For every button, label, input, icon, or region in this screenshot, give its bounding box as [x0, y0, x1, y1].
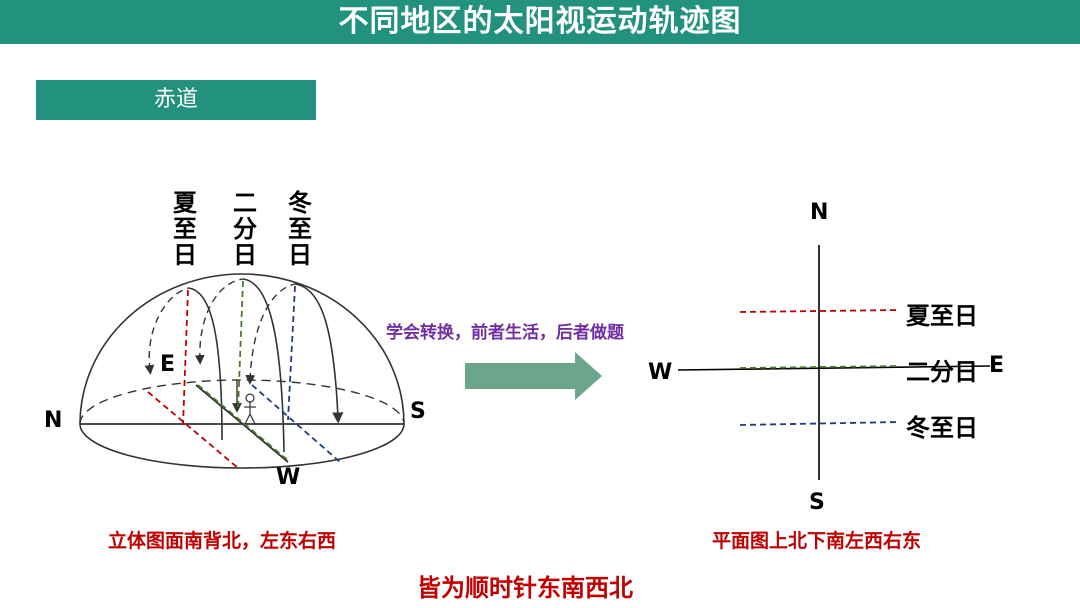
dome-dir-east: E	[160, 352, 176, 377]
summer-path-front	[187, 287, 223, 441]
winter-path-back	[245, 283, 296, 385]
dome-outline	[79, 273, 405, 425]
plan-label-winter: 冬至日	[906, 414, 978, 442]
horizon-front-arc	[79, 423, 405, 469]
summer-path-back	[144, 287, 189, 375]
section-tab-equator[interactable]: 赤道	[36, 80, 316, 120]
label-summer-solstice: 夏至日	[173, 189, 197, 269]
equinox-path-back	[194, 278, 244, 365]
footer-summary: 皆为顺时针东南西北	[417, 574, 633, 602]
dome-caption: 立体图面南背北，左东右西	[108, 530, 337, 552]
equinox-ew-line	[195, 384, 289, 463]
observer-figure	[244, 393, 256, 425]
winter-noon-line	[287, 285, 296, 421]
label-winter-solstice: 冬至日	[288, 189, 312, 269]
page-title: 不同地区的太阳视运动轨迹图	[0, 0, 1080, 44]
plan-equinox-line	[677, 365, 991, 371]
plan-caption: 平面图上北下南左西右东	[712, 530, 922, 552]
plan-equinox-line-color	[739, 365, 901, 369]
plan-summer-line	[739, 309, 901, 313]
plan-label-summer: 夏至日	[906, 302, 978, 330]
plan-dir-south: S	[809, 490, 825, 515]
dome-dir-south: S	[410, 399, 426, 424]
plan-winter-line	[739, 421, 901, 426]
horizon-back-arc	[79, 379, 405, 425]
dome-dir-north: N	[44, 408, 63, 433]
winter-path-front	[294, 283, 344, 424]
dome-dir-west: W	[276, 465, 301, 490]
transform-arrow	[465, 352, 602, 400]
plan-dir-east: E	[989, 353, 1005, 378]
conversion-tip: 学会转换，前者生活，后者做题	[386, 323, 624, 343]
plan-dir-north: N	[810, 200, 829, 225]
plan-label-equinox: 二分日	[906, 358, 978, 386]
equinox-path-front	[242, 278, 285, 453]
label-equinox: 二分日	[233, 189, 257, 269]
summer-ew-line	[147, 391, 239, 469]
summer-noon-line	[182, 289, 189, 426]
plan-dir-west: W	[648, 360, 673, 385]
equinox-noon-line	[237, 280, 244, 411]
